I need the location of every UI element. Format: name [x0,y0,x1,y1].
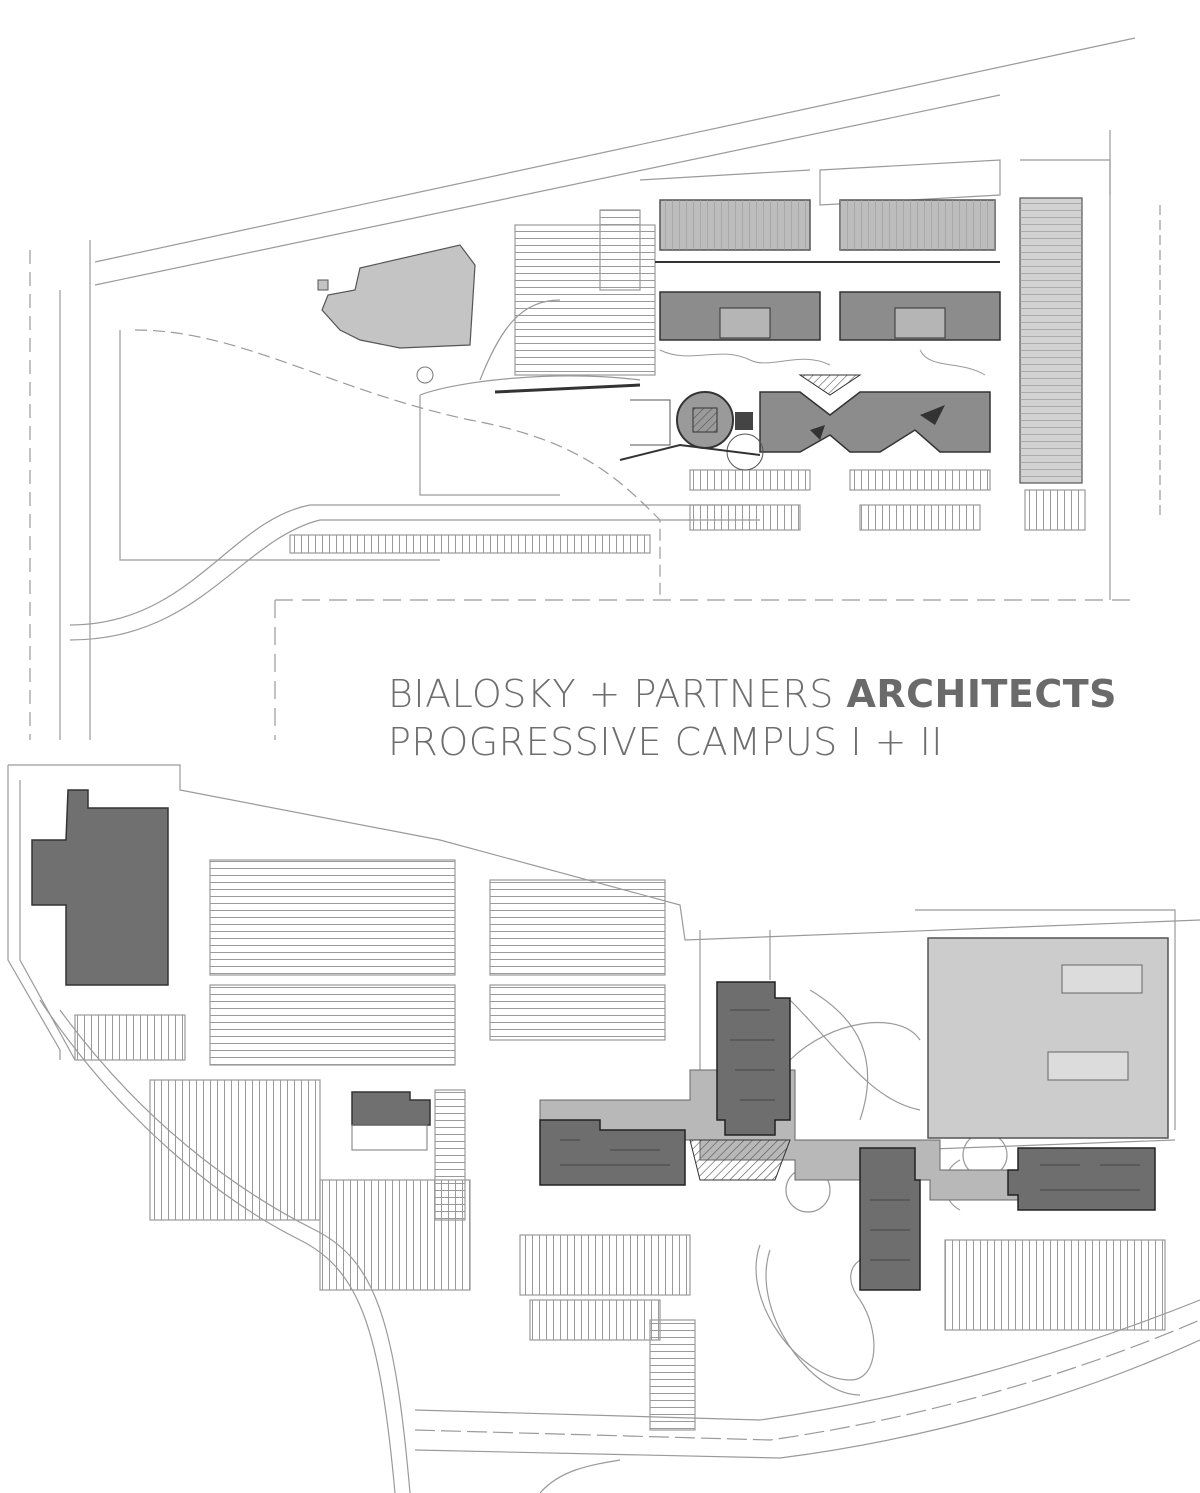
parking-row-south [289,469,1086,554]
parking-lot-west [514,209,656,376]
firm-suffix: ARCHITECTS [846,672,1118,716]
wing-south [859,1147,921,1291]
firm-name: BIALOSKY + PARTNERS [388,672,834,716]
campus-i-site-plan [29,37,1161,740]
site-boundary [8,764,1200,941]
north-road-line [94,37,1136,263]
wing-west [539,1119,686,1186]
access-road [69,519,760,641]
landscape-paths [789,1021,921,1061]
firm-title-line: BIALOSKY + PARTNERS ARCHITECTS [388,670,1188,718]
campus-ii-site-plan [7,764,1200,1493]
parking-field-west [149,1079,471,1291]
wing-north [716,981,791,1136]
building-northwest [321,244,476,349]
building-northwest-dark [31,789,169,986]
hatched-atrium [689,1139,791,1181]
wing-east [1007,1147,1156,1211]
north-road-line-inner [94,94,1001,286]
campus-ii-buildings [31,789,1169,1291]
zigzag-wing [759,391,991,453]
campus-i-buildings [317,197,1083,484]
project-title: PROGRESSIVE CAMPUS I + II [388,720,943,764]
title-block: BIALOSKY + PARTNERS ARCHITECTS PROGRESSI… [388,670,1188,766]
perimeter-road [39,999,396,1493]
parking-field-south [519,1234,1166,1431]
parking-field-north [74,859,666,1066]
building-small-center [351,1091,431,1126]
